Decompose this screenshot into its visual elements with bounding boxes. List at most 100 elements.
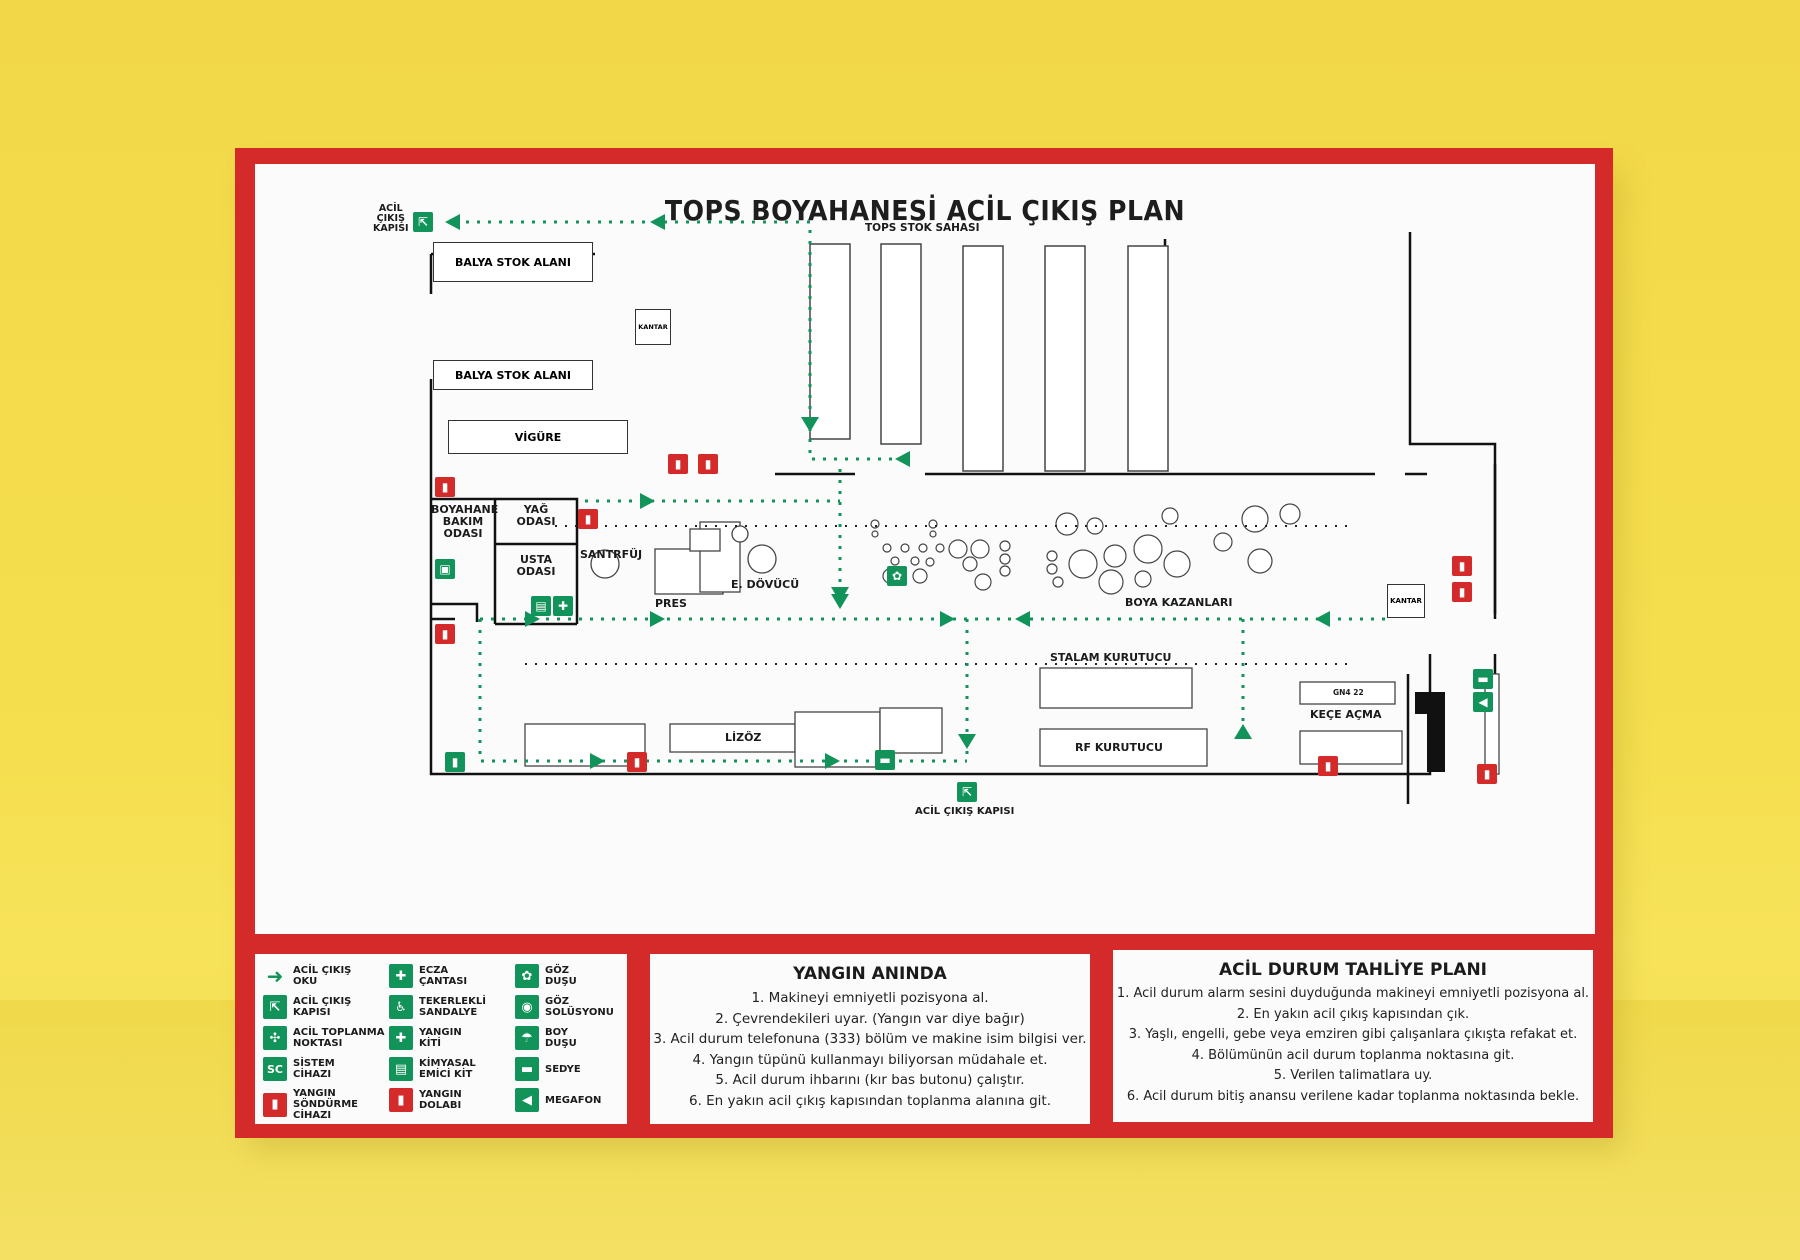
legend-item: ◀ MEGAFON	[515, 1088, 641, 1112]
yag-odasi-label: YAĞ ODASI	[516, 503, 556, 528]
chemical-kit-icon: ▤	[531, 596, 551, 616]
evacuation-instructions-panel: ACİL DURUM TAHLİYE PLANI 1. Acil durum a…	[1113, 950, 1593, 1122]
system-device-icon: SC	[263, 1057, 287, 1081]
legend-item-label: SİSTEM CİHAZI	[293, 1058, 335, 1080]
stalam-label: STALAM KURUTUCU	[1050, 651, 1172, 664]
list-item: 1. Makineyi emniyetli pozisyona al.	[751, 990, 989, 1006]
fire-extinguisher-icon: ▮	[578, 509, 598, 529]
balya-box-2: BALYA STOK ALANI	[433, 360, 593, 390]
fire-cabinet-icon: ▮	[389, 1088, 413, 1112]
fire-extinguisher-icon: ▮	[435, 624, 455, 644]
legend-item: ☂BOY DUŞU	[515, 1026, 641, 1050]
pres-label: PRES	[655, 597, 687, 610]
boya-kazanlari-label: BOYA KAZANLARI	[1125, 596, 1233, 609]
legend-panel: ➜ ACİL ÇIKIŞ OKU ⇱ACİL ÇIKIŞ KAPISI ✣ACİL T…	[255, 954, 627, 1124]
body-shower-icon: ▮	[445, 752, 465, 772]
legend-item: ✚ ECZA ÇANTASI	[389, 964, 515, 988]
usta-odasi-label: USTA ODASI	[516, 553, 556, 578]
exit-bottom-label: ACİL ÇIKIŞ KAPISI	[915, 806, 1015, 817]
megaphone-icon: ◀	[515, 1088, 539, 1112]
fire-cabinet-icon: ▮	[668, 454, 688, 474]
legend-item: SC SİSTEM CİHAZI	[263, 1057, 389, 1081]
wheelchair-icon: ♿	[389, 995, 413, 1019]
legend-item: ✿ GÖZ DUŞU	[515, 964, 641, 988]
list-item: 5. Verilen talimatlara uy.	[1273, 1068, 1433, 1083]
fire-extinguisher-icon: ▮	[263, 1092, 287, 1117]
list-item: 3. Yaşlı, engelli, gebe veya emziren gib…	[1128, 1027, 1578, 1042]
fire-cabinet-icon: ▮	[1477, 764, 1497, 784]
gn-label: GN4 22	[1333, 688, 1364, 697]
eye-shower-icon: ✿	[515, 964, 539, 988]
kantar-box-1: KANTAR	[635, 309, 671, 345]
fire-extinguisher-icon: ▮	[435, 477, 455, 497]
vigure-box: VİGÜRE	[448, 420, 628, 454]
legend-item: ▤ KİMYASAL EMİCİ KİT	[389, 1057, 515, 1081]
legend-item-label: ECZA ÇANTASI	[419, 965, 468, 987]
exit-door-icon: ⇱	[957, 782, 977, 802]
legend-item: ⇱ACİL ÇIKIŞ KAPISI	[263, 995, 389, 1019]
legend-item-label: BOY DUŞU	[545, 1027, 577, 1049]
stretcher-icon: ▬	[1473, 669, 1493, 689]
fire-extinguisher-icon: ▮	[1318, 756, 1338, 776]
legend-item: ▬ SEDYE	[515, 1057, 641, 1081]
fire-kit-icon: ✚	[389, 1026, 413, 1050]
balya-box-1: BALYA STOK ALANI	[433, 242, 593, 282]
legend-item-label: MEGAFON	[545, 1094, 602, 1106]
evacuation-instructions-list: 1. Acil durum alarm sesini duyduğunda ma…	[1113, 984, 1593, 1107]
legend-item-label: YANGIN DOLABI	[419, 1089, 462, 1111]
list-item: 6. Acil durum bitiş anansu verilene kada…	[1126, 1088, 1580, 1104]
legend-item-label: GÖZ DUŞU	[545, 965, 577, 987]
legend-item-label: KİMYASAL EMİCİ KİT	[419, 1058, 476, 1080]
e-dovucu-label: E. DÖVÜCÜ	[731, 578, 800, 591]
assembly-point-icon: ✣	[263, 1026, 287, 1050]
list-item: 3. Acil durum telefonuna (333) bölüm ve …	[653, 1031, 1087, 1047]
list-item: 2. Çevrendekileri uyar. (Yangın var diye…	[715, 1010, 1025, 1027]
machine-black-top	[1415, 692, 1433, 714]
legend-item: ▮ YANGIN DOLABI	[389, 1088, 515, 1112]
legend-item: ◉GÖZ SOLÜSYONU	[515, 995, 641, 1019]
legend-item-label: SEDYE	[545, 1063, 581, 1075]
list-item: 5. Acil durum ihbarını (kır bas butonu) …	[715, 1072, 1025, 1088]
legend-item: ▮YANGIN SÖNDÜRME CİHAZI	[263, 1088, 389, 1121]
eye-shower-icon: ✿	[887, 566, 907, 586]
fire-extinguisher-icon: ▮	[627, 752, 647, 772]
tops-stock-label: TOPS STOK SAHASI	[865, 222, 980, 234]
system-device-icon: ▣	[435, 559, 455, 579]
legend-item-label: GÖZ SOLÜSYONU	[545, 996, 614, 1018]
list-item: 2. En yakın acil çıkış kapısından çık.	[1236, 1006, 1470, 1022]
legend-item: ♿TEKERLEKLİ SANDALYE	[389, 995, 515, 1019]
legend-item: ➜ ACİL ÇIKIŞ OKU	[263, 964, 389, 988]
legend-item: ✣ACİL TOPLANMA NOKTASI	[263, 1026, 389, 1050]
list-item: 6. En yakın acil çıkış kapısından toplan…	[688, 1092, 1052, 1109]
fire-instructions-list: 1. Makineyi emniyetli pozisyona al. 2. Ç…	[650, 988, 1090, 1111]
fire-cabinet-icon: ▮	[1452, 556, 1472, 576]
stretcher-icon: ▬	[515, 1057, 539, 1081]
exit-arrows	[445, 214, 1330, 769]
megaphone-icon: ◀	[1473, 692, 1493, 712]
exit-arrow-icon: ➜	[266, 964, 284, 988]
first-aid-kit-icon: ✚	[553, 596, 573, 616]
santrfuj-label: SANTRFÜJ	[580, 548, 643, 561]
legend-item: ✚ YANGIN KİTİ	[389, 1026, 515, 1050]
evacuation-instructions-title: ACİL DURUM TAHLİYE PLANI	[1218, 960, 1487, 980]
floor-plan-panel: TOPS BOYAHANESİ ACİL ÇIKIŞ PLAN	[255, 164, 1595, 934]
first-aid-kit-icon: ✚	[389, 964, 413, 988]
legend-item-label: YANGIN SÖNDÜRME CİHAZI	[293, 1088, 358, 1121]
evacuation-plan-board: TOPS BOYAHANESİ ACİL ÇIKIŞ PLAN	[235, 148, 1613, 1138]
exit-top-left-label: ACİL ÇIKIŞ KAPISI	[373, 203, 409, 234]
plan-title: TOPS BOYAHANESİ ACİL ÇIKIŞ PLAN	[664, 194, 1186, 227]
kantar-box-2: KANTAR	[1387, 584, 1425, 618]
fire-extinguisher-icon: ▮	[1452, 582, 1472, 602]
fire-instructions-title: YANGIN ANINDA	[793, 964, 947, 984]
legend-item-label: YANGIN KİTİ	[419, 1027, 462, 1049]
list-item: 4. Bölümünün acil durum toplanma noktası…	[1191, 1047, 1515, 1063]
fire-instructions-panel: YANGIN ANINDA 1. Makineyi emniyetli pozi…	[650, 954, 1090, 1124]
exit-door-icon: ⇱	[263, 995, 287, 1019]
list-item: 4. Yangın tüpünü kullanmayı biliyorsan m…	[692, 1051, 1048, 1068]
list-item: 1. Acil durum alarm sesini duyduğunda ma…	[1116, 986, 1590, 1001]
exit-door-icon: ⇱	[413, 212, 433, 232]
lizoz-label: LİZÖZ	[725, 731, 762, 744]
boyahane-bakim-label: BOYAHANE BAKIM ODASI	[431, 503, 499, 540]
legend-item-label: ACİL ÇIKIŞ OKU	[293, 965, 352, 987]
chemical-kit-icon: ▤	[389, 1057, 413, 1081]
